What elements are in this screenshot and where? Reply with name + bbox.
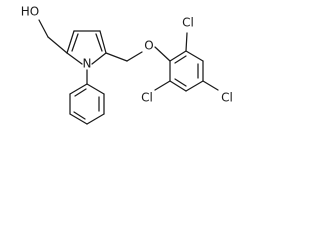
aryl-bond-2: [185, 50, 204, 62]
phenyl-bond-3: [86, 113, 105, 125]
bond-c-cl-left: [154, 80, 171, 91]
phenyl-bond-6: [69, 83, 88, 95]
bond-c-cl-right: [202, 80, 219, 91]
bond-c5-n: [91, 52, 107, 65]
aryl-bond-1: [169, 50, 187, 62]
bond-oh-ch2: [38, 19, 49, 38]
chemical-structure: HO N O Cl Cl Cl: [0, 0, 252, 150]
aryl-double-3: [174, 78, 187, 87]
bond-c2-c3: [66, 30, 75, 54]
ether-oxygen-label: O: [144, 39, 153, 53]
bond-ch2-c2: [47, 36, 68, 54]
chlorine-right-label: Cl: [221, 91, 233, 105]
hydroxyl-label: HO: [21, 5, 39, 19]
aryl-double-1: [174, 55, 187, 64]
ring-nitrogen-label: N: [83, 57, 92, 71]
phenyl-double-3: [74, 88, 87, 97]
bond-c4-c5: [99, 30, 107, 54]
aryl-bond-5: [169, 80, 187, 92]
bond-ch2-o: [126, 51, 143, 62]
bond-n-c2: [66, 52, 83, 65]
phenyl-bond-4: [69, 113, 88, 125]
bond-o-aryl: [154, 46, 171, 62]
chlorine-left-label: Cl: [141, 91, 153, 105]
chlorine-top-label: Cl: [182, 16, 194, 30]
bond-c2-c3-double: [71, 33, 79, 52]
bond-c-cl-top: [185, 32, 188, 52]
aryl-bond-4: [185, 80, 204, 92]
phenyl-double-2: [73, 111, 86, 120]
phenyl-bond-1: [86, 83, 105, 95]
bond-c5-ch2: [105, 52, 128, 62]
bond-c4-c5-double: [95, 33, 103, 52]
